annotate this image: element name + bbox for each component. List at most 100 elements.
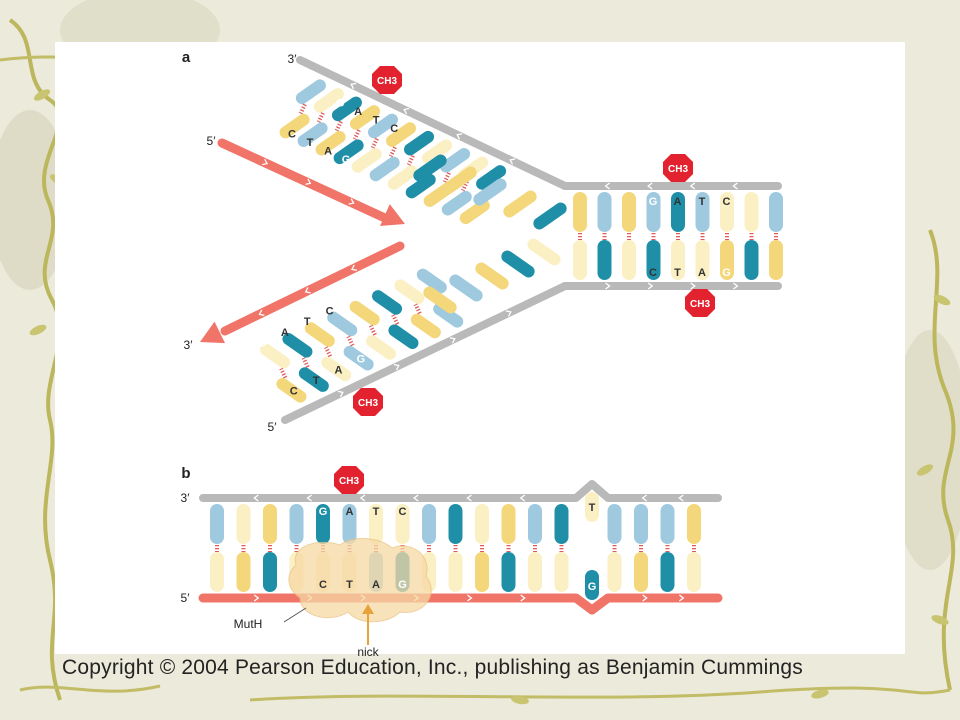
- hydrogen-bond: [406, 154, 415, 166]
- muth-pointer-line: [283, 607, 307, 623]
- strand-direction-chevron: [253, 494, 259, 502]
- strand-direction-chevron: [505, 310, 512, 317]
- panel-b-bottom-base: [210, 552, 224, 592]
- duplex-top-base: [695, 192, 710, 232]
- duplex-top-base: [573, 192, 587, 232]
- panel-b-bottom-base: [448, 552, 463, 592]
- methyl-label: CH3: [668, 164, 688, 175]
- panel-b-top-base: [475, 504, 489, 544]
- strand-direction-chevron: [733, 282, 739, 290]
- unpaired-parent-base-upper: [443, 166, 477, 194]
- label-muth: MutH: [234, 617, 263, 631]
- parent-base-upper: [313, 88, 344, 113]
- duplex-top-base: [744, 192, 759, 232]
- gatc-site-panel-b-top: T: [373, 506, 380, 518]
- duplex-bottom-base: [769, 240, 783, 280]
- panel-b-top-base: [369, 504, 383, 544]
- hydrogen-bond: [368, 324, 377, 336]
- panel-b-top-base: [263, 504, 277, 544]
- strand-direction-chevron: [456, 133, 463, 140]
- panel-b-top-base: [289, 504, 304, 544]
- parent-base-lower: [388, 324, 419, 350]
- mismatch-letter-bottom: G: [588, 581, 597, 593]
- end-label-lower-5: 5′: [268, 420, 278, 434]
- duplex-bottom-base: [744, 240, 759, 280]
- methyl-label: CH3: [690, 299, 710, 310]
- unpaired-parent-base-upper: [413, 154, 447, 182]
- strand-direction-chevron: [647, 282, 654, 290]
- strand-direction-chevron: [262, 158, 269, 166]
- panel-b-top-base: [236, 504, 251, 544]
- unpaired-parent-base-lower: [501, 250, 535, 278]
- methyl-label: CH3: [358, 398, 378, 409]
- strand-direction-chevron: [509, 158, 516, 165]
- strand-direction-chevron: [258, 309, 265, 316]
- duplex-bottom-base: [720, 240, 734, 280]
- new-base-upper: [297, 122, 328, 147]
- ctag-site-panel-b-bottom: G: [398, 579, 407, 591]
- strand-direction-chevron: [350, 82, 357, 90]
- gatc-site-lower-new: G: [258, 338, 267, 350]
- ctag-site-lower-parent: T: [313, 375, 320, 387]
- parent-base-upper: [404, 130, 435, 156]
- panel-b-top-base: [554, 504, 569, 544]
- ctag-site-duplex-bottom: G: [722, 267, 731, 279]
- strand-direction-chevron: [306, 494, 312, 502]
- hydrogen-bond: [370, 137, 379, 149]
- new-base-upper: [315, 130, 346, 156]
- strand-direction-chevron: [690, 282, 696, 290]
- panel-b-top-base: [634, 504, 648, 544]
- new-base-lower: [394, 279, 425, 305]
- new-base-lower: [260, 343, 291, 369]
- duplex-top-base: [646, 192, 661, 232]
- parent-base-upper: [440, 147, 471, 173]
- panel-b-bottom-base: [634, 552, 648, 592]
- gatc-site-duplex-top: T: [699, 196, 706, 208]
- gatc-site-upper-parent: G: [336, 97, 345, 109]
- ctag-site-panel-b-bottom: T: [346, 579, 353, 591]
- strand-direction-chevron: [642, 594, 648, 602]
- strand-direction-chevron: [604, 182, 610, 190]
- parent-base-lower: [276, 378, 307, 403]
- new-base-upper: [387, 165, 418, 190]
- mismatch-letter-top: T: [589, 502, 596, 514]
- panel-b-bottom-base: [501, 552, 516, 592]
- methyl-tag-duplex-bottom: CH3: [685, 289, 715, 317]
- new-base-upper: [405, 173, 436, 199]
- new-strand-upper: [217, 138, 392, 224]
- duplex-top-base: [597, 192, 612, 232]
- methyl-tag-panel-b: CH3: [334, 466, 364, 494]
- panel-b-top-base: [316, 504, 330, 544]
- panel-b-top-base: [660, 504, 675, 544]
- strand-direction-chevron: [647, 182, 653, 190]
- ctag-site-lower-parent: G: [357, 354, 366, 366]
- new-base-upper: [369, 156, 400, 182]
- hydrogen-bond: [391, 314, 400, 325]
- panel-b-end-label-3: 3′: [181, 491, 191, 505]
- gatc-site-panel-b-top: G: [319, 506, 328, 518]
- hydrogen-bond: [334, 120, 343, 132]
- unpaired-parent-base-lower: [449, 274, 483, 302]
- unpaired-parent-base-upper: [473, 178, 507, 206]
- duplex-bottom-base: [573, 240, 587, 280]
- parent-base-upper: [367, 113, 398, 139]
- new-base-upper: [441, 190, 472, 216]
- methyl-tag-upper-parent: CH3: [372, 66, 402, 94]
- strand-direction-chevron: [359, 494, 366, 502]
- panel-b-top-base: [422, 504, 436, 544]
- parent-base-upper: [331, 96, 362, 122]
- strand-direction-chevron: [466, 494, 472, 502]
- gatc-site-lower-new: C: [326, 305, 334, 317]
- methyl-label: CH3: [377, 76, 397, 87]
- parent-base-lower: [321, 356, 352, 382]
- panel-b-bottom-base: [554, 552, 569, 592]
- unpaired-parent-base-lower: [423, 286, 457, 314]
- new-base-lower: [349, 300, 380, 326]
- gatc-site-lower-new: T: [304, 316, 311, 328]
- strand-direction-chevron: [337, 390, 344, 398]
- strand-direction-chevron: [304, 287, 311, 294]
- hydrogen-bond: [352, 129, 361, 140]
- new-base-lower: [372, 290, 403, 315]
- strand-direction-chevron: [678, 494, 684, 502]
- panel-b-top-base: [395, 504, 410, 544]
